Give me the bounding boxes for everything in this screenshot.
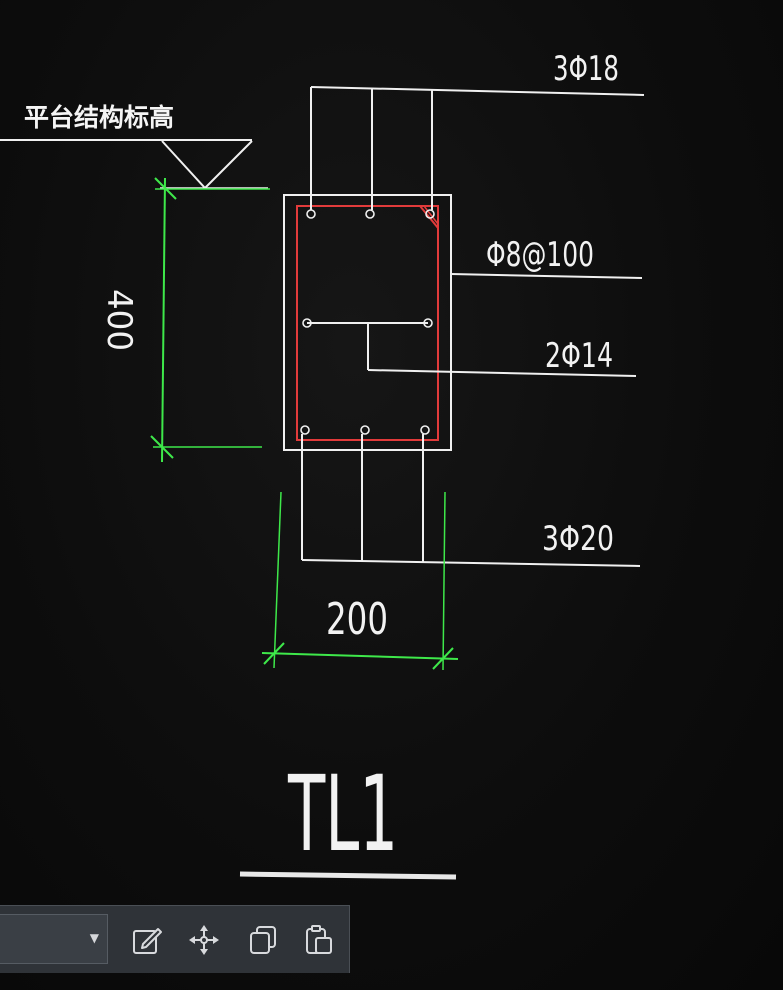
move-icon [189, 925, 219, 955]
height-dimension [150, 177, 270, 463]
move-button[interactable] [184, 920, 224, 960]
bottom-bars [300, 425, 430, 435]
elevation-label: 平台结构标高 [24, 103, 174, 132]
chevron-down-icon: ▼ [89, 931, 99, 945]
bottom-bars-leader [301, 434, 641, 567]
beam-title-underline [239, 871, 457, 880]
stirrup-label: Φ8@100 [486, 235, 594, 275]
side-bars-label: 2Φ14 [545, 336, 613, 376]
height-dimension-label: 400 [99, 289, 139, 351]
top-bars [306, 209, 435, 219]
width-dimension [261, 491, 459, 671]
stirrup [296, 205, 439, 441]
layer-dropdown[interactable]: ▼ [0, 914, 108, 964]
bottom-toolbar: ▼ [0, 905, 350, 973]
top-bars-label: 3Φ18 [553, 49, 619, 89]
edit-button[interactable] [127, 920, 167, 960]
section-outline [283, 194, 452, 451]
width-dimension-label: 200 [326, 594, 388, 645]
edit-icon [133, 928, 162, 954]
side-bars [302, 318, 433, 328]
paste-button[interactable] [299, 920, 339, 960]
copy-button[interactable] [243, 920, 283, 960]
elevation-marker [0, 139, 268, 190]
stirrup-leader [450, 273, 643, 279]
bottom-bars-label: 3Φ20 [542, 519, 614, 559]
side-bars-leader [367, 323, 637, 377]
paste-icon [306, 925, 332, 954]
top-bars-leader [310, 86, 645, 210]
copy-icon [250, 926, 276, 954]
beam-title: TL1 [287, 753, 398, 875]
